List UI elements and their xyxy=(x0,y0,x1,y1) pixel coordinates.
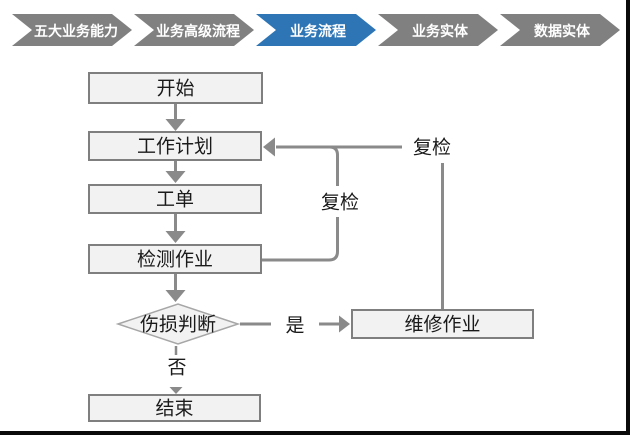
node-work-order-shape xyxy=(88,184,262,214)
node-inspection-shape xyxy=(88,244,262,274)
breadcrumb-step-5-shape[interactable] xyxy=(500,14,620,46)
node-work-order-label: 工单 xyxy=(156,189,194,211)
edge-label-yes: 是 xyxy=(285,316,304,337)
breadcrumb-step-2-shape[interactable] xyxy=(134,14,254,46)
node-damage-decision-shape xyxy=(115,303,241,345)
node-repair: 维修作业 xyxy=(351,309,534,339)
edge-label-recheck-inner: 复检 xyxy=(321,192,359,214)
breadcrumb-step-5[interactable]: 数据实体 xyxy=(500,14,620,46)
node-end-label: 结束 xyxy=(155,398,193,420)
arrowhead-into-end xyxy=(169,387,183,394)
node-end: 结束 xyxy=(88,394,261,422)
node-start: 开始 xyxy=(88,72,263,104)
node-repair-shape xyxy=(351,309,534,339)
arrowhead-into-workplan-right xyxy=(263,137,275,157)
slide-border-right xyxy=(626,0,630,435)
edge-label-no: 否 xyxy=(167,358,186,379)
breadcrumb-step-4[interactable]: 业务实体 xyxy=(378,14,498,46)
breadcrumb-step-4-label: 业务实体 xyxy=(412,23,469,39)
node-work-plan-label: 工作计划 xyxy=(137,136,213,158)
node-work-plan-shape xyxy=(88,131,262,161)
node-start-label: 开始 xyxy=(156,78,194,100)
breadcrumb-step-2-label: 业务高级流程 xyxy=(156,23,240,39)
breadcrumb: 五大业务能力 业务高级流程 业务流程 业务实体 数据实体 xyxy=(12,14,620,46)
breadcrumb-step-1-shape[interactable] xyxy=(12,14,132,46)
breadcrumb-step-5-label: 数据实体 xyxy=(534,23,591,39)
arrowhead-into-repair xyxy=(339,315,350,333)
breadcrumb-step-3-label: 业务流程 xyxy=(290,23,346,39)
node-inspection: 检测作业 xyxy=(88,244,262,274)
edge-label-plate-outer xyxy=(402,132,462,163)
arrowheads xyxy=(165,119,350,394)
breadcrumb-step-3-shape[interactable] xyxy=(256,14,376,46)
node-work-plan: 工作计划 xyxy=(88,131,262,161)
breadcrumb-step-4-shape[interactable] xyxy=(378,14,498,46)
node-damage-decision: 伤损判断 xyxy=(115,303,241,345)
breadcrumb-step-2[interactable]: 业务高级流程 xyxy=(134,14,254,46)
arrowhead-into-inspection xyxy=(165,231,186,243)
flowchart-nodes: 开始 工作计划 工单 检测作业 伤损判断 维修作业 xyxy=(88,72,534,422)
edge-label-recheck-outer: 复检 xyxy=(413,137,451,159)
edge-inspection-recheck-workplan xyxy=(261,145,339,262)
node-damage-decision-label: 伤损判断 xyxy=(140,314,216,336)
edge-labels: 复检 复检 是 否 xyxy=(167,137,451,379)
edge-repair-recheck-workplan xyxy=(276,145,444,310)
slide-border-bottom xyxy=(0,431,630,435)
arrowhead-into-workorder xyxy=(165,171,186,183)
edge-label-plate-inner xyxy=(315,186,365,217)
arrowhead-into-workplan-top xyxy=(165,119,186,131)
node-repair-label: 维修作业 xyxy=(404,314,480,336)
node-end-shape xyxy=(88,394,261,422)
breadcrumb-step-1-label: 五大业务能力 xyxy=(34,23,118,39)
node-work-order: 工单 xyxy=(88,184,262,214)
arrowhead-into-decision xyxy=(165,290,186,302)
node-start-shape xyxy=(88,72,263,104)
breadcrumb-step-3-active[interactable]: 业务流程 xyxy=(256,14,376,46)
node-inspection-label: 检测作业 xyxy=(137,249,213,271)
breadcrumb-step-1[interactable]: 五大业务能力 xyxy=(12,14,132,46)
